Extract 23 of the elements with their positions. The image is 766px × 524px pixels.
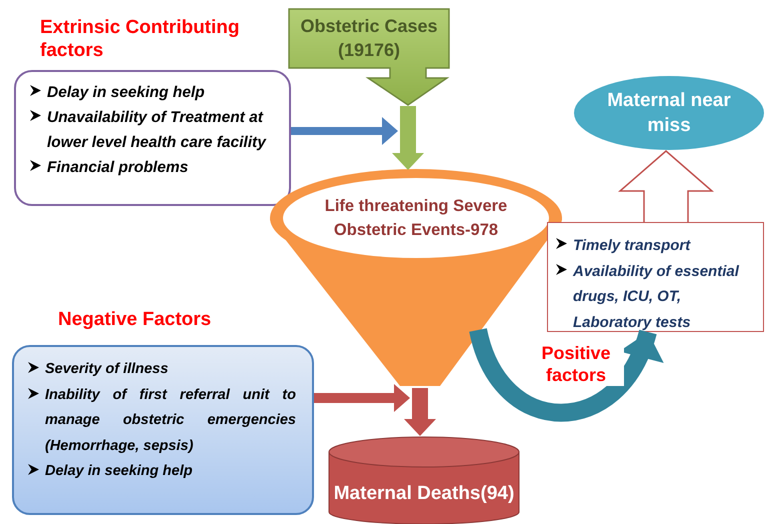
bullet-text: Delay in seeking help <box>47 83 205 103</box>
node-label: Obstetric Cases (19176) <box>299 15 439 62</box>
callout-arrow-box <box>288 8 452 106</box>
curved-arrow <box>469 327 661 422</box>
heading-text: Negative Factors <box>58 308 212 331</box>
bullet-text: Financial problems <box>47 158 188 178</box>
heading-text: Extrinsic Contributing factors <box>40 16 240 62</box>
arrow <box>404 388 436 436</box>
node-label: Maternal Deaths(94) <box>334 482 514 506</box>
outcome-ellipse <box>573 75 765 151</box>
node-label: Life threatening Severe Obstetric Events-978 <box>324 196 508 241</box>
bullet-text: Unavailability of Treatment at lower level health care facility <box>47 108 268 153</box>
bullet-text: Inability of first referral unit to manage obstetric emergencies (Hemorrhage, sepsis) <box>45 386 296 456</box>
bullet-text: Timely transport <box>573 236 690 256</box>
bullet-text: Availability of essential drugs, ICU, OT, Laboratory tests <box>573 262 740 332</box>
node-label: Maternal near miss <box>606 89 732 138</box>
block-arrow <box>618 150 714 223</box>
bullet-text: Delay in seeking help <box>45 462 192 481</box>
arrow <box>392 106 424 170</box>
arrow <box>291 117 398 145</box>
arrow <box>314 384 410 412</box>
cylinder <box>328 436 520 524</box>
bullet-text: Severity of illness <box>45 360 168 379</box>
